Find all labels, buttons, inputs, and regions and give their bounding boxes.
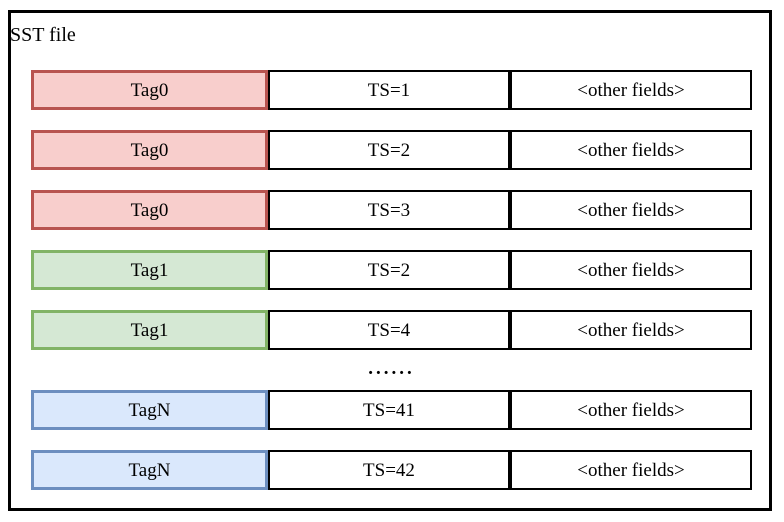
- sst-entry-row: TagN TS=42 <other fields>: [31, 450, 752, 490]
- other-fields-cell: <other fields>: [510, 190, 752, 230]
- timestamp-cell: TS=2: [268, 130, 510, 170]
- sst-entry-row: Tag1 TS=2 <other fields>: [31, 250, 752, 290]
- other-fields-label: <other fields>: [577, 459, 685, 481]
- sst-entry-row: Tag0 TS=3 <other fields>: [31, 190, 752, 230]
- rows-ellipsis: ......: [368, 358, 415, 379]
- other-fields-label: <other fields>: [577, 139, 685, 161]
- other-fields-label: <other fields>: [577, 319, 685, 341]
- other-fields-label: <other fields>: [577, 399, 685, 421]
- other-fields-cell: <other fields>: [510, 130, 752, 170]
- tag-label: Tag0: [130, 139, 169, 161]
- tag-cell: Tag1: [31, 310, 268, 350]
- sst-entry-row: Tag0 TS=1 <other fields>: [31, 70, 752, 110]
- timestamp-label: TS=3: [367, 199, 411, 221]
- tag-cell: Tag0: [31, 130, 268, 170]
- other-fields-cell: <other fields>: [510, 70, 752, 110]
- sst-entry-row: TagN TS=41 <other fields>: [31, 390, 752, 430]
- tag-cell: Tag0: [31, 70, 268, 110]
- tag-label: Tag0: [130, 79, 169, 101]
- tag-label: Tag0: [130, 199, 169, 221]
- timestamp-cell: TS=4: [268, 310, 510, 350]
- tag-cell: TagN: [31, 390, 268, 430]
- timestamp-label: TS=4: [367, 319, 411, 341]
- tag-label: TagN: [128, 459, 171, 481]
- sst-entry-row: Tag0 TS=2 <other fields>: [31, 130, 752, 170]
- timestamp-cell: TS=3: [268, 190, 510, 230]
- timestamp-cell: TS=41: [268, 390, 510, 430]
- other-fields-cell: <other fields>: [510, 310, 752, 350]
- timestamp-label: TS=1: [367, 79, 411, 101]
- timestamp-cell: TS=1: [268, 70, 510, 110]
- other-fields-label: <other fields>: [577, 79, 685, 101]
- timestamp-label: TS=2: [367, 139, 411, 161]
- timestamp-cell: TS=2: [268, 250, 510, 290]
- tag-cell: Tag1: [31, 250, 268, 290]
- tag-cell: Tag0: [31, 190, 268, 230]
- tag-label: Tag1: [130, 259, 169, 281]
- tag-label: Tag1: [130, 319, 169, 341]
- tag-cell: TagN: [31, 450, 268, 490]
- timestamp-label: TS=42: [363, 459, 415, 481]
- other-fields-cell: <other fields>: [510, 250, 752, 290]
- timestamp-cell: TS=42: [268, 450, 510, 490]
- sst-entry-row: Tag1 TS=4 <other fields>: [31, 310, 752, 350]
- other-fields-cell: <other fields>: [510, 450, 752, 490]
- timestamp-label: TS=2: [367, 259, 411, 281]
- tag-label: TagN: [128, 399, 171, 421]
- other-fields-label: <other fields>: [577, 259, 685, 281]
- timestamp-label: TS=41: [363, 399, 415, 421]
- other-fields-label: <other fields>: [577, 199, 685, 221]
- sst-file-title: SST file: [10, 24, 76, 46]
- other-fields-cell: <other fields>: [510, 390, 752, 430]
